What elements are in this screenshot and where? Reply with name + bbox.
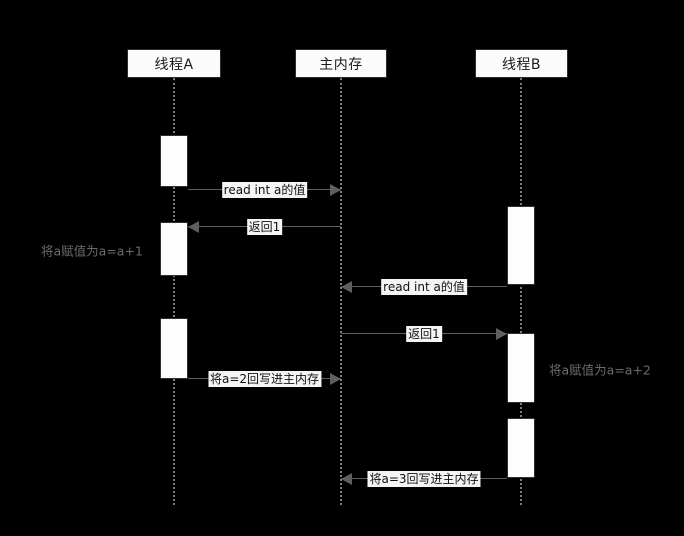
arrow-head-m4 (496, 328, 507, 340)
message-label-m1: read int a的值 (221, 182, 308, 198)
activation-bar-threadA (160, 318, 188, 379)
lifeline-header-label: 线程B (501, 56, 542, 73)
activation-bar-threadA (160, 222, 188, 276)
lifeline-header-threadB[interactable]: 线程B (475, 49, 568, 78)
note-note2: 将a赋值为a=a+2 (549, 362, 651, 378)
message-label-m5: 将a=2回写进主内存 (207, 371, 322, 387)
lifeline-threadB (520, 78, 522, 505)
note-note1: 将a赋值为a=a+1 (41, 243, 143, 259)
message-label-m3: read int a的值 (381, 279, 467, 295)
arrow-head-m6 (341, 473, 352, 485)
arrow-head-m2 (188, 221, 199, 233)
lifeline-header-mainMemory[interactable]: 主内存 (295, 49, 387, 78)
activation-bar-threadB (507, 418, 535, 478)
message-label-m6: 将a=3回写进主内存 (367, 471, 481, 487)
message-label-m4: 返回1 (406, 326, 442, 342)
arrow-head-m1 (330, 184, 341, 196)
arrow-head-m3 (341, 281, 352, 293)
lifeline-header-threadA[interactable]: 线程A (127, 49, 221, 78)
activation-bar-threadB (507, 333, 535, 403)
activation-bar-threadA (160, 135, 188, 187)
lifeline-threadA (173, 78, 175, 505)
arrow-head-m5 (330, 373, 341, 385)
activation-bar-threadB (507, 206, 535, 285)
lifeline-header-label: 线程A (154, 56, 194, 73)
lifeline-header-label: 主内存 (319, 56, 363, 73)
message-label-m2: 返回1 (246, 219, 283, 235)
